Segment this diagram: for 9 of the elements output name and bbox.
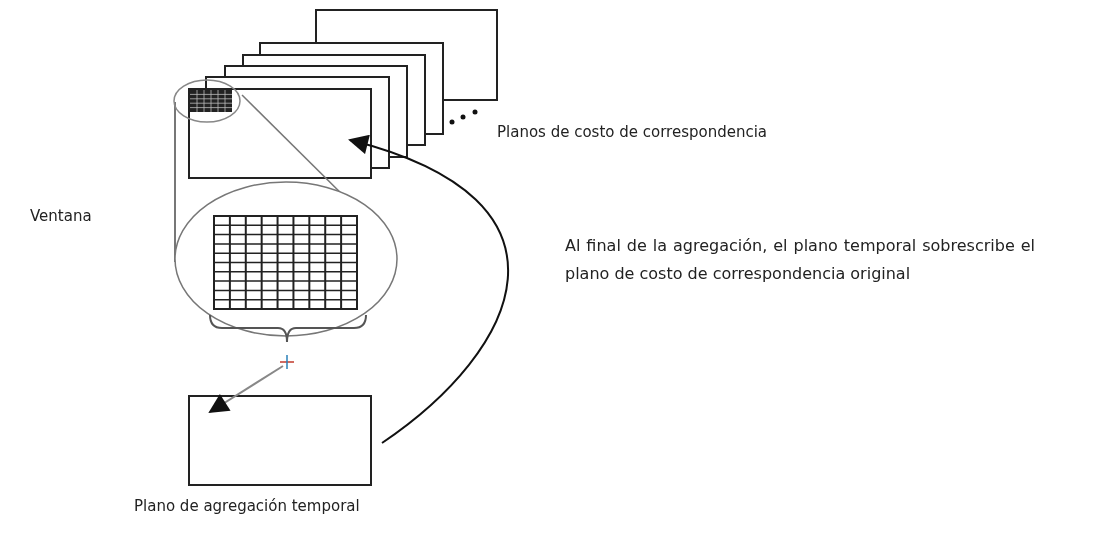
plus-icon <box>279 354 295 370</box>
arrow <box>208 365 284 414</box>
note-text: Al final de la agregación, el plano temporal sobrescribe el plano de costo de correspondencia original <box>565 235 1035 285</box>
window-label: Ventana <box>30 206 92 227</box>
arrow <box>348 135 509 444</box>
plane-box <box>188 395 372 486</box>
stack-caption: Planos de costo de correspondencia <box>497 122 768 143</box>
plane-box <box>188 88 372 179</box>
caption-text: Plano de agregación temporal <box>134 496 360 517</box>
